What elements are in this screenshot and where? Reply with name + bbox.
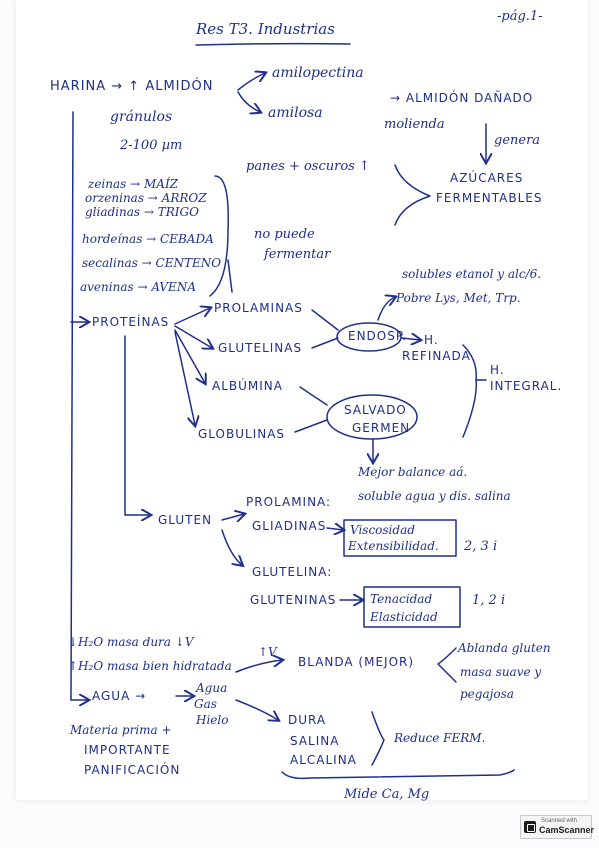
panificacion-label: PANIFICACIÓN — [84, 763, 181, 777]
secalinas-label: secalinas → CENTENO — [82, 256, 222, 270]
viscosidad-box — [343, 519, 457, 557]
granulos-label: gránulos — [110, 109, 173, 125]
endosp-label: ENDOSP. — [348, 329, 408, 343]
page-title: Res T3. Industrias — [196, 20, 335, 38]
gliadinas-trigo-label: gliadinas → TRIGO — [85, 205, 199, 219]
aveninas-label: aveninas → AVENA — [80, 280, 196, 294]
dura-label: DURA — [288, 713, 327, 727]
amilopectina-label: amilopectina — [272, 65, 364, 81]
albumina-label: ALBÚMINA — [212, 379, 283, 393]
no-puede-label: no puede — [254, 227, 315, 242]
gas-item: Gas — [194, 697, 217, 711]
h2o-down-label: ↓H₂O masa dura ↓V — [68, 635, 194, 649]
paper-sheet — [16, 0, 588, 800]
globulinas-label: GLOBULINAS — [198, 427, 286, 441]
watermark-brand-text: CamScanner — [539, 825, 595, 835]
numbers-231-label: 2, 3 i — [464, 539, 498, 554]
size-label: 2-100 µm — [120, 138, 183, 153]
agua-item: Agua — [196, 681, 228, 695]
integral-label: INTEGRAL. — [490, 379, 563, 393]
ablanda-gluten-label: Ablanda gluten — [458, 641, 551, 655]
h-integral-h-label: H. — [490, 363, 505, 377]
amilosa-label: amilosa — [268, 105, 323, 121]
panes-oscuros-label: panes + oscuros ↑ — [246, 159, 370, 174]
elasticidad-label: Elasticidad — [370, 610, 438, 624]
prolamina-label: PROLAMINA: — [246, 495, 332, 509]
gluteninas-label: GLUTENINAS — [250, 593, 337, 607]
title-underline — [195, 42, 351, 46]
camscanner-logo-icon — [524, 821, 536, 833]
reduce-ferm-label: Reduce FERM. — [394, 731, 486, 745]
blanda-label: BLANDA (MEJOR) — [298, 655, 415, 669]
h-refinada-h-label: H. — [424, 333, 439, 347]
gluten-label: GLUTEN — [158, 513, 213, 527]
hordeinas-label: hordeínas → CEBADA — [82, 232, 214, 246]
endosperm-ellipse — [336, 322, 402, 352]
glutelinas-label: GLUTELINAS — [218, 341, 303, 355]
hielo-item: Hielo — [196, 713, 229, 727]
alcalina-label: ALCALINA — [290, 753, 357, 767]
mejor-balance-label: Mejor balance aá. — [358, 465, 468, 479]
glutelina-label: GLUTELINA: — [252, 565, 333, 579]
masa-suave-label: masa suave y — [460, 665, 542, 679]
azucares-label: AZÚCARES — [450, 171, 524, 185]
agua-label: AGUA → — [92, 689, 147, 703]
fermentables-label: FERMENTABLES — [436, 191, 543, 205]
numbers-121-label: 1, 2 i — [472, 593, 506, 608]
camscanner-watermark: Scanned with CamScanner — [520, 815, 595, 839]
watermark-small-text: Scanned with — [541, 818, 578, 824]
genera-label: genera — [494, 133, 541, 148]
bottom-brace — [281, 769, 515, 780]
tenacidad-label: Tenacidad — [370, 592, 433, 606]
zeinas-label: zeinas → MAÍZ — [88, 177, 179, 191]
pegajosa-label: pegajosa — [460, 687, 514, 701]
harina-label: HARINA → ↑ ALMIDÓN — [50, 79, 214, 94]
germen-label: GERMEN — [352, 421, 411, 435]
mide-ca-mg-label: Mide Ca, Mg — [344, 787, 430, 802]
salvado-ellipse — [326, 394, 418, 440]
viscosidad-label: Viscosidad — [350, 523, 415, 537]
v-up-label: ↑V — [258, 645, 277, 659]
soluble-agua-label: soluble agua y dis. salina — [358, 489, 511, 503]
fermentar-label: fermentar — [264, 247, 331, 262]
proteinas-label: PROTEÍNAS — [92, 315, 170, 329]
orzeninas-label: orzeninas → ARROZ — [85, 191, 207, 205]
materia-prima-label: Materia prima + — [70, 723, 172, 737]
tenacidad-box — [363, 586, 461, 628]
gliadinas-label: GLIADINAS — [252, 519, 327, 533]
salvado-label: SALVADO — [344, 403, 407, 417]
extensibilidad-label: Extensibilidad. — [348, 539, 439, 553]
main-spine — [70, 111, 74, 701]
pobre-lys-label: Pobre Lys, Met, Trp. — [396, 291, 521, 305]
importante-label: IMPORTANTE — [84, 743, 171, 757]
h2o-up-label: ↑H₂O masa bien hidratada — [68, 659, 232, 673]
molienda-label: molienda — [384, 117, 445, 132]
solubles-etanol-label: solubles etanol y alc/6. — [402, 267, 542, 281]
salina-label: SALINA — [290, 734, 340, 748]
almidon-danado-label: → ALMIDÓN DAÑADO — [390, 91, 534, 105]
prolaminas-label: PROLAMINAS — [214, 301, 303, 315]
refinada-label: REFINADA — [402, 349, 471, 363]
page-number: -pág.1- — [497, 9, 543, 24]
